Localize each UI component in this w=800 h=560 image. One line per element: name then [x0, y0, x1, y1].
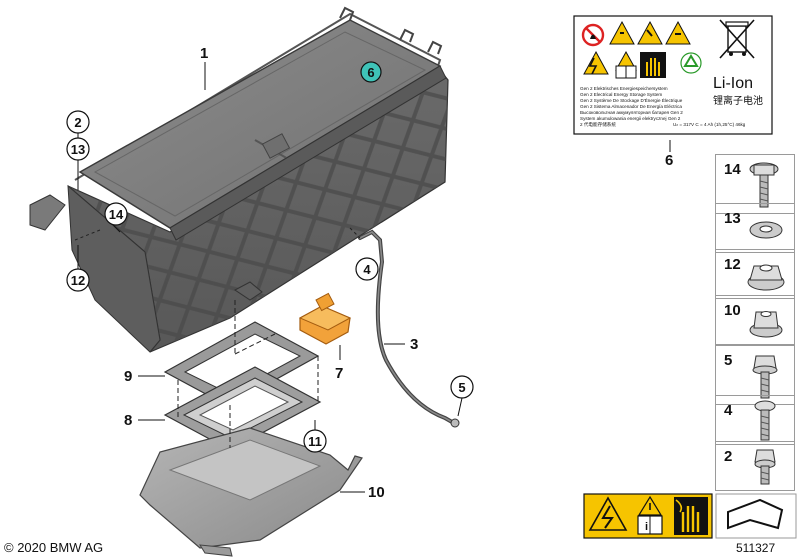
callout-label: 8 [124, 412, 132, 429]
part-cell-10: 10 [715, 295, 795, 345]
callout-label: 2 [74, 115, 81, 130]
label-line-3: Gen 2 Système De Stockage D'Énergie Élec… [580, 97, 683, 103]
callout-9: 9 [124, 368, 132, 385]
diagram-id: 511327 [736, 541, 776, 555]
screw-icon [754, 400, 776, 441]
callout-label: 9 [124, 368, 132, 385]
callout-11: 11 [303, 429, 327, 453]
part-number: 4 [724, 402, 733, 419]
hex-bolt-icon [752, 355, 778, 399]
part-cell-13: 13 [715, 203, 795, 253]
battery-housing [29, 6, 449, 353]
label-line-2: Gen 2 Electrical Energy Storage System [580, 92, 662, 97]
upper-gasket [163, 321, 320, 407]
label-line-4: Gen 2 Sistema Almacenador De Energía Elé… [580, 104, 682, 109]
part-number: 2 [724, 448, 733, 465]
callout-label: 11 [308, 434, 322, 449]
flange-bolt-icon [749, 162, 779, 208]
callout-label: 6 [665, 152, 673, 169]
callout-1: 1 [200, 45, 208, 62]
callout-13: 13 [66, 137, 90, 161]
callout-10: 10 [368, 484, 385, 501]
lower-gasket [163, 366, 322, 451]
part-number: 12 [724, 256, 741, 273]
washer-icon [749, 221, 783, 239]
label-line-5: Высоковольтная аккумуляторная батарея Ge… [580, 110, 683, 115]
high-voltage-icon [583, 50, 609, 75]
flange-nut-icon [747, 264, 785, 291]
part-cell-5: 5 [715, 345, 795, 405]
assembly-guides [74, 227, 361, 448]
callout-label: 4 [363, 262, 371, 277]
recycle-icon [680, 52, 702, 74]
callout-6-on-lid: 6 [360, 61, 382, 83]
callout-12: 12 [66, 268, 90, 292]
callout-label: 14 [109, 207, 124, 222]
high-voltage-warning-symbol: i [583, 493, 713, 539]
callout-label: 13 [71, 142, 85, 157]
part-cell-14: 14 [715, 154, 795, 214]
li-ion-chinese-text: 锂离子电池 [713, 94, 763, 107]
callout-3: 3 [410, 336, 418, 353]
hex-nut-icon [749, 311, 783, 338]
callout-8: 8 [124, 412, 132, 429]
ground-cable [358, 229, 460, 428]
callout-2: 2 [66, 110, 90, 134]
callout-4: 4 [355, 257, 379, 281]
high-voltage-icon [588, 496, 628, 531]
part-cell-2: 2 [715, 441, 795, 491]
label-line-1: Gen 2 Elektrisches Energiespeichersystem [580, 86, 668, 91]
part-number: 14 [724, 161, 741, 178]
callout-label: 12 [71, 273, 85, 288]
sheet-icon [715, 493, 797, 539]
callout-label: 6 [367, 65, 374, 80]
label-specs: Uₙ = 317V C = 4 Ah (1h,25°C) 46kg [673, 122, 746, 127]
label-line-7: 2 代电能存储系统 [580, 121, 616, 128]
callout-14: 14 [104, 202, 128, 226]
li-ion-text: Li-Ion [713, 75, 753, 92]
info-glyph: i [645, 521, 648, 533]
part-cell-4: 4 [715, 395, 795, 445]
callout-7: 7 [335, 365, 343, 382]
part-number: 5 [724, 352, 733, 369]
callout-6-label: 6 [665, 152, 673, 169]
part-number: 13 [724, 210, 741, 227]
callout-label: 7 [335, 365, 343, 382]
battery-warning-label: Li-Ion 锂离子电池 Gen 2 Elektrisches Energies… [573, 15, 773, 135]
callout-label: 10 [368, 484, 385, 501]
copyright-text: © 2020 BMW AG [4, 540, 104, 555]
callout-label: 5 [458, 380, 465, 395]
part-number: 10 [724, 302, 741, 319]
short-bolt-icon [754, 449, 776, 485]
callout-label: 3 [410, 336, 418, 353]
part-cell-12: 12 [715, 249, 795, 299]
callout-label: 1 [200, 45, 208, 62]
callout-5: 5 [450, 375, 474, 399]
no-bin-icon [719, 19, 755, 59]
protective-plate [139, 427, 363, 557]
connector-cover [298, 292, 352, 345]
no-touch-icon [640, 52, 666, 78]
label-line-6: System akumulowania energii elektrycznej… [580, 116, 681, 121]
